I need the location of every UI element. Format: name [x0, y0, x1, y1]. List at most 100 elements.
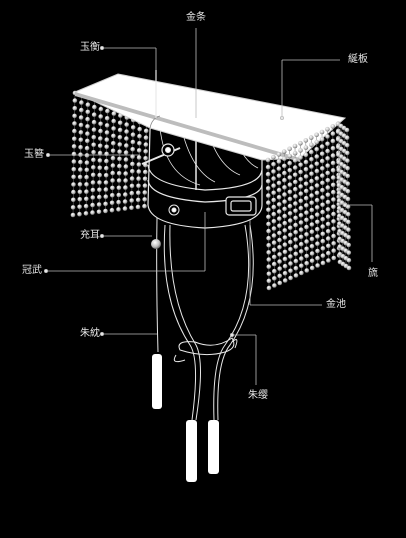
bead [71, 151, 77, 157]
bead [78, 167, 83, 172]
bead [111, 133, 116, 139]
bead [124, 129, 129, 134]
zhudan-cord [151, 217, 162, 409]
bead [298, 169, 303, 175]
bead [272, 283, 277, 288]
bead [271, 226, 277, 231]
bead [72, 128, 77, 134]
bead [314, 154, 320, 159]
bead [330, 175, 336, 180]
bead [85, 102, 91, 107]
bead [288, 261, 293, 266]
bead [293, 266, 299, 271]
bead [298, 241, 304, 247]
bead [325, 199, 331, 205]
bead [320, 187, 325, 193]
bead [315, 255, 320, 261]
bead [85, 124, 90, 129]
bead [345, 166, 350, 171]
bead [304, 261, 310, 266]
bead [303, 195, 309, 201]
bead [287, 146, 292, 152]
bead [314, 147, 320, 152]
bead [117, 135, 123, 140]
bead [304, 203, 309, 208]
bead [265, 157, 271, 163]
bead [325, 221, 331, 227]
bead [303, 138, 309, 143]
bead [304, 268, 310, 273]
bead [314, 168, 320, 174]
bead [136, 190, 141, 196]
bead [116, 192, 122, 198]
bead [345, 189, 351, 194]
bead [298, 162, 303, 168]
bead [320, 180, 325, 186]
bead [97, 172, 102, 178]
bead [124, 143, 129, 148]
bead [265, 164, 271, 170]
bead [266, 278, 272, 284]
bead [271, 261, 277, 267]
bead [276, 187, 282, 193]
bead [314, 197, 320, 203]
bead [345, 196, 351, 202]
bead [130, 125, 136, 130]
bead [97, 180, 102, 185]
bead [287, 218, 293, 223]
bead [104, 158, 109, 164]
bead [331, 241, 337, 246]
bead [72, 98, 78, 103]
bead [309, 149, 314, 155]
bead [346, 250, 352, 255]
bead [325, 141, 330, 147]
bead [271, 219, 277, 224]
bead [103, 180, 109, 185]
bead [129, 176, 135, 181]
bead [325, 207, 331, 212]
bead [271, 233, 277, 238]
bead [110, 185, 115, 191]
bead [143, 149, 148, 154]
bead [97, 187, 102, 193]
bead [282, 242, 288, 247]
bead [265, 171, 271, 177]
bead [325, 192, 331, 198]
bead [71, 182, 76, 187]
bead [309, 251, 315, 256]
bead [105, 108, 110, 114]
bead [293, 208, 298, 214]
bead [319, 129, 325, 135]
bead [287, 225, 293, 231]
bead [293, 244, 299, 249]
bead [70, 212, 76, 218]
bead [130, 169, 135, 174]
bead [298, 234, 304, 240]
bead [129, 190, 135, 196]
bead [83, 203, 89, 209]
bead [124, 136, 129, 141]
bead [320, 246, 326, 251]
bead [271, 197, 277, 203]
bead [282, 163, 287, 169]
bead [298, 177, 304, 182]
bead [287, 203, 293, 209]
bead [277, 237, 282, 243]
bead [346, 242, 352, 248]
bead [277, 223, 282, 229]
bead [116, 171, 122, 176]
bead [137, 126, 142, 132]
bead [77, 189, 83, 195]
label-chonger: 充耳 [80, 230, 100, 241]
bead [266, 264, 272, 270]
bead [136, 176, 141, 181]
bead [71, 167, 77, 172]
bead [319, 144, 325, 149]
bead [142, 183, 148, 188]
bead [287, 182, 293, 187]
bead [320, 173, 325, 178]
bead [320, 217, 326, 222]
bead [293, 237, 299, 242]
bead [314, 205, 320, 210]
bead [325, 156, 330, 161]
